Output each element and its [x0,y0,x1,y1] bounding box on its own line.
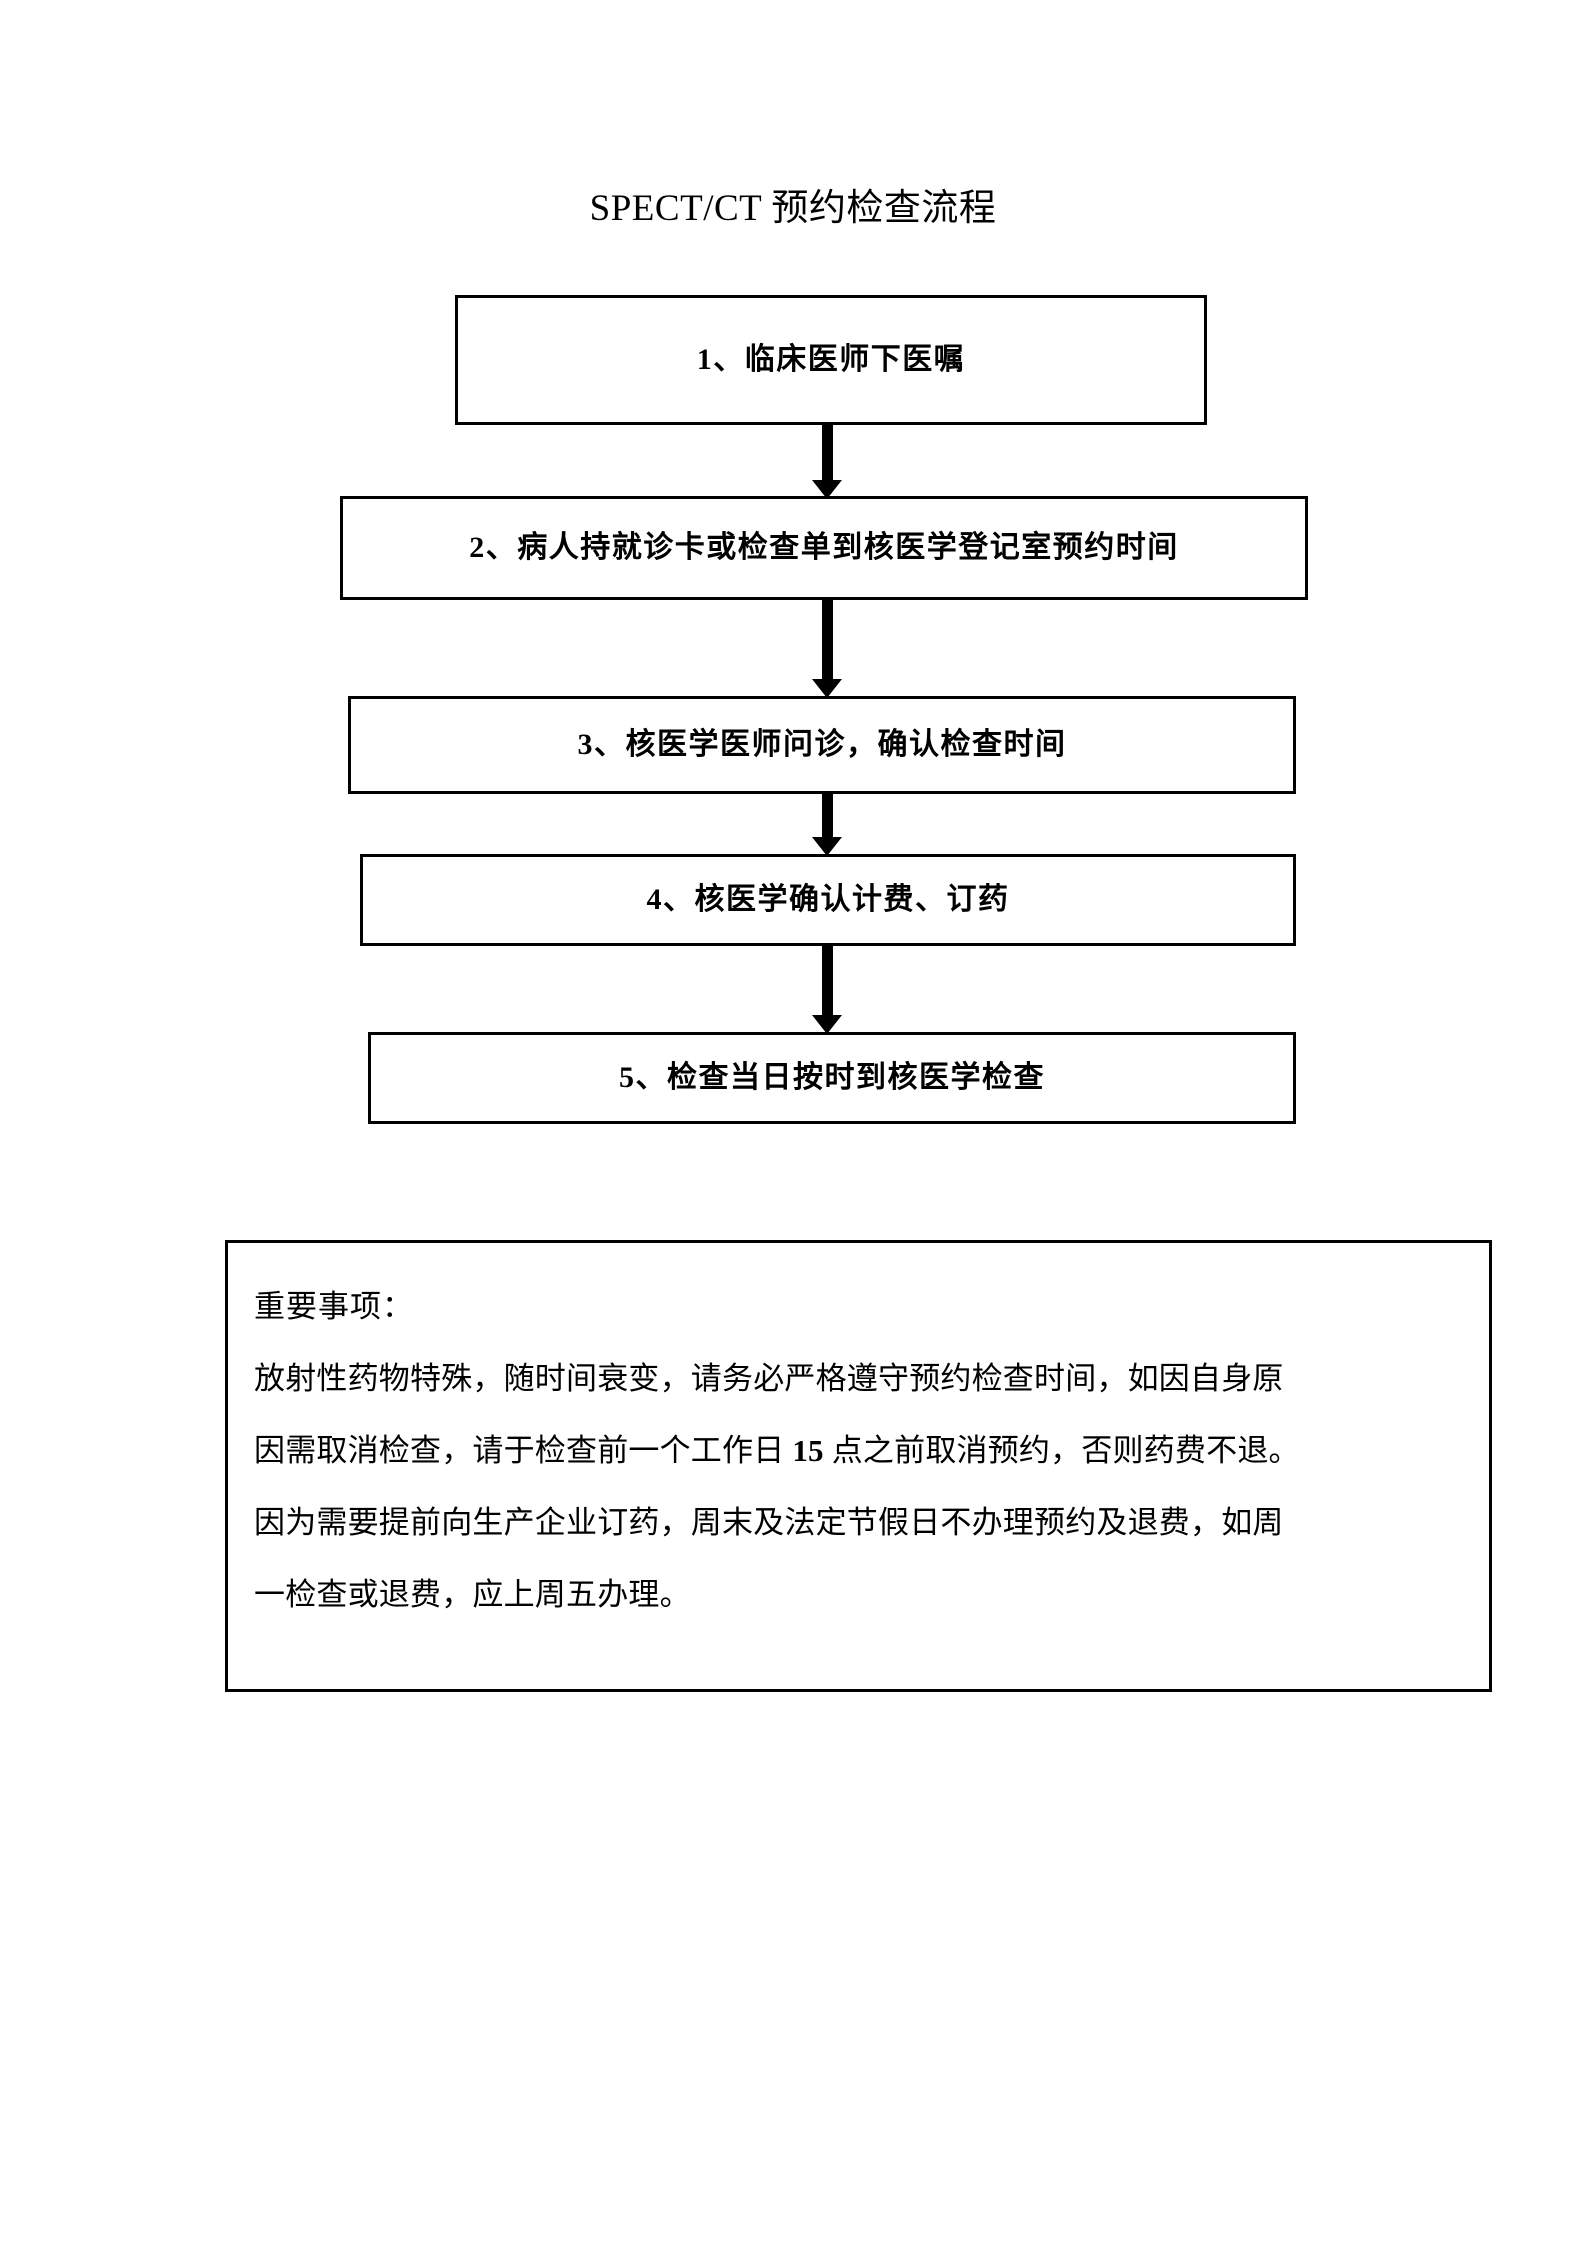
flow-step-3-label: 3、核医学医师问诊，确认检查时间 [577,728,1067,761]
important-notes-heading: 重要事项： [254,1289,414,1324]
arrow-head [812,837,842,856]
notes-line-4: 一检查或退费，应上周五办理。 [254,1577,691,1612]
arrow-shaft [821,423,833,481]
arrow-shaft [821,792,833,838]
flow-connector-3-to-4-arrow-icon [812,792,842,856]
flow-step-4: 4、核医学确认计费、订药 [360,854,1296,946]
flow-step-1: 1、临床医师下医嘱 [455,295,1207,425]
notes-line-1: 放射性药物特殊，随时间衰变，请务必严格遵守预约检查时间，如因自身原 [254,1361,1284,1396]
arrow-head [812,679,842,698]
flow-step-2: 2、病人持就诊卡或检查单到核医学登记室预约时间 [340,496,1308,600]
notes-line-2-before: 因需取消检查，请于检查前一个工作日 [254,1433,793,1468]
flow-connector-2-to-3-arrow-icon [812,598,842,698]
arrow-shaft [821,944,833,1016]
arrow-head [812,480,842,499]
notes-line-2: 因需取消检查，请于检查前一个工作日 15 点之前取消预约，否则药费不退。 [254,1415,1463,1487]
important-notes-box: 重要事项： 放射性药物特殊，随时间衰变，请务必严格遵守预约检查时间，如因自身原 … [225,1240,1492,1692]
flow-step-3: 3、核医学医师问诊，确认检查时间 [348,696,1296,794]
arrow-head [812,1015,842,1034]
flow-step-2-label: 2、病人持就诊卡或检查单到核医学登记室预约时间 [469,531,1179,564]
arrow-shaft [821,598,833,680]
page-title: SPECT/CT 预约检查流程 [589,188,997,229]
flow-connector-1-to-2-arrow-icon [812,423,842,499]
flow-connector-4-to-5-arrow-icon [812,944,842,1034]
notes-line-2-after: 点之前取消预约，否则药费不退。 [823,1433,1300,1468]
flow-step-5: 5、检查当日按时到核医学检查 [368,1032,1296,1124]
flow-step-1-label: 1、临床医师下医嘱 [696,343,966,376]
flow-step-4-label: 4、核医学确认计费、订药 [646,883,1010,916]
notes-line-3: 因为需要提前向生产企业订药，周末及法定节假日不办理预约及退费，如周 [254,1505,1284,1540]
important-notes-body: 放射性药物特殊，随时间衰变，请务必严格遵守预约检查时间，如因自身原 因需取消检查… [254,1343,1463,1631]
flow-step-5-label: 5、检查当日按时到核医学检查 [619,1061,1045,1094]
notes-line-2-emphasis: 15 [792,1433,824,1468]
